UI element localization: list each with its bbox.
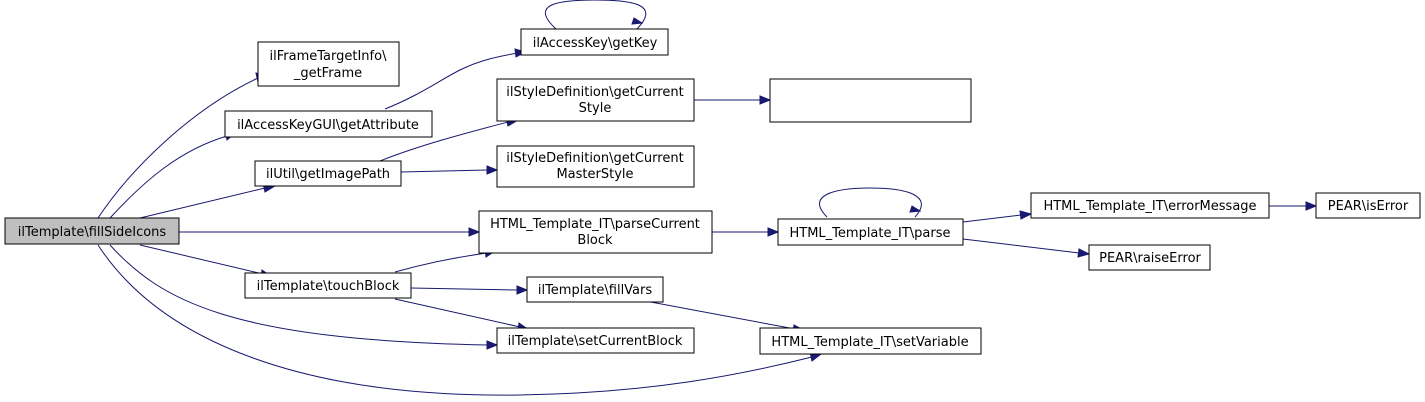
node-label-line1: ilStyleDefinition\getCurrent [506,151,683,166]
node-setcurrentblock[interactable]: ilTemplate\setCurrentBlock [496,327,695,354]
node-filltemplate-fillsideicons[interactable]: ilTemplate\fillSideIcons [4,217,180,245]
edge-parse-to-errormessage [962,210,1033,223]
node-getcurrentstyle[interactable]: ilStyleDefinition\getCurrent Style [496,78,695,122]
node-setvariable[interactable]: HTML_Template_IT\setVariable [759,327,982,355]
node-iserror[interactable]: PEAR\isError [1315,192,1421,219]
node-label: ilTemplate\fillVars [538,283,653,298]
node-label: ilAccessKey\getKey [533,36,658,51]
node-getframe[interactable]: ilFrameTargetInfo\ _getFrame [257,41,400,87]
node-parsecurrentblock[interactable]: HTML_Template_IT\parseCurrent Block [478,210,713,254]
node-getattribute[interactable]: ilAccessKeyGUI\getAttribute [224,110,433,138]
edge-fillsideicons-to-getframe [97,72,266,219]
node-label: ilTemplate\fillSideIcons [18,225,167,240]
node-label-line2: Style [579,101,612,116]
node-label: ilAccessKeyGUI\getAttribute [237,118,419,133]
node-label-line2: MasterStyle [556,167,633,182]
edge-fillsideicons-to-getattribute [109,130,237,219]
node-label: HTML_Template_IT\parse [790,226,951,241]
node-getimagepath[interactable]: ilUtil\getImagePath [254,160,402,187]
node-label: PEAR\raiseError [1099,251,1201,266]
edge-errormessage-to-iserror [1269,201,1318,211]
edge-touchblock-to-setcurrentblock [394,298,531,332]
node-label-line2: _getFrame [293,66,362,81]
node-label-line1: ilFrameTargetInfo\ [270,49,388,64]
edge-getkey-self-loop [544,0,647,30]
node-label: HTML_Template_IT\errorMessage [1043,199,1256,214]
node-getsystemstylecategoryassignments[interactable] [769,78,972,123]
edge-getimagepath-to-getcurrentmasterstyle [400,165,499,175]
node-parse[interactable]: HTML_Template_IT\parse [777,218,964,246]
node-label: ilUtil\getImagePath [266,167,390,182]
node-label: HTML_Template_IT\setVariable [771,335,968,350]
node-label-line2: Block [577,233,613,248]
edge-fillsideicons-to-setcurrentblock [109,244,499,350]
edge-parse-to-raiseerror [962,238,1091,258]
node-getcurrentmasterstyle[interactable]: ilStyleDefinition\getCurrent MasterStyle [496,145,695,188]
node-label: ilTemplate\setCurrentBlock [508,334,683,349]
edges [97,0,1318,396]
node-label: PEAR\isError [1328,199,1409,214]
node-touchblock[interactable]: ilTemplate\touchBlock [244,272,412,299]
node-raiseerror[interactable]: PEAR\raiseError [1088,244,1211,271]
node-getkey[interactable]: ilAccessKey\getKey [520,28,669,56]
edge-parsecurrentblock-to-parse [712,227,780,237]
edge-fillsideicons-to-setvariable [97,244,823,396]
node-label-line1: ilStyleDefinition\getCurrent [506,85,683,100]
node-errormessage[interactable]: HTML_Template_IT\errorMessage [1030,192,1270,219]
edge-fillsideicons-to-getimagepath [139,182,277,219]
edge-getcurrentstyle-to-getsystem [694,95,772,105]
edge-parse-self-loop [819,187,922,218]
node-label-line1: HTML_Template_IT\parseCurrent [490,217,700,232]
node-fillvars[interactable]: ilTemplate\fillVars [526,276,664,303]
nodes: ilTemplate\fillSideIcons ilFrameTargetIn… [4,28,1421,355]
node-label: ilTemplate\touchBlock [257,279,400,294]
edge-touchblock-to-fillvars [410,285,529,295]
edge-fillsideicons-to-parsecurrentblock [179,227,481,237]
